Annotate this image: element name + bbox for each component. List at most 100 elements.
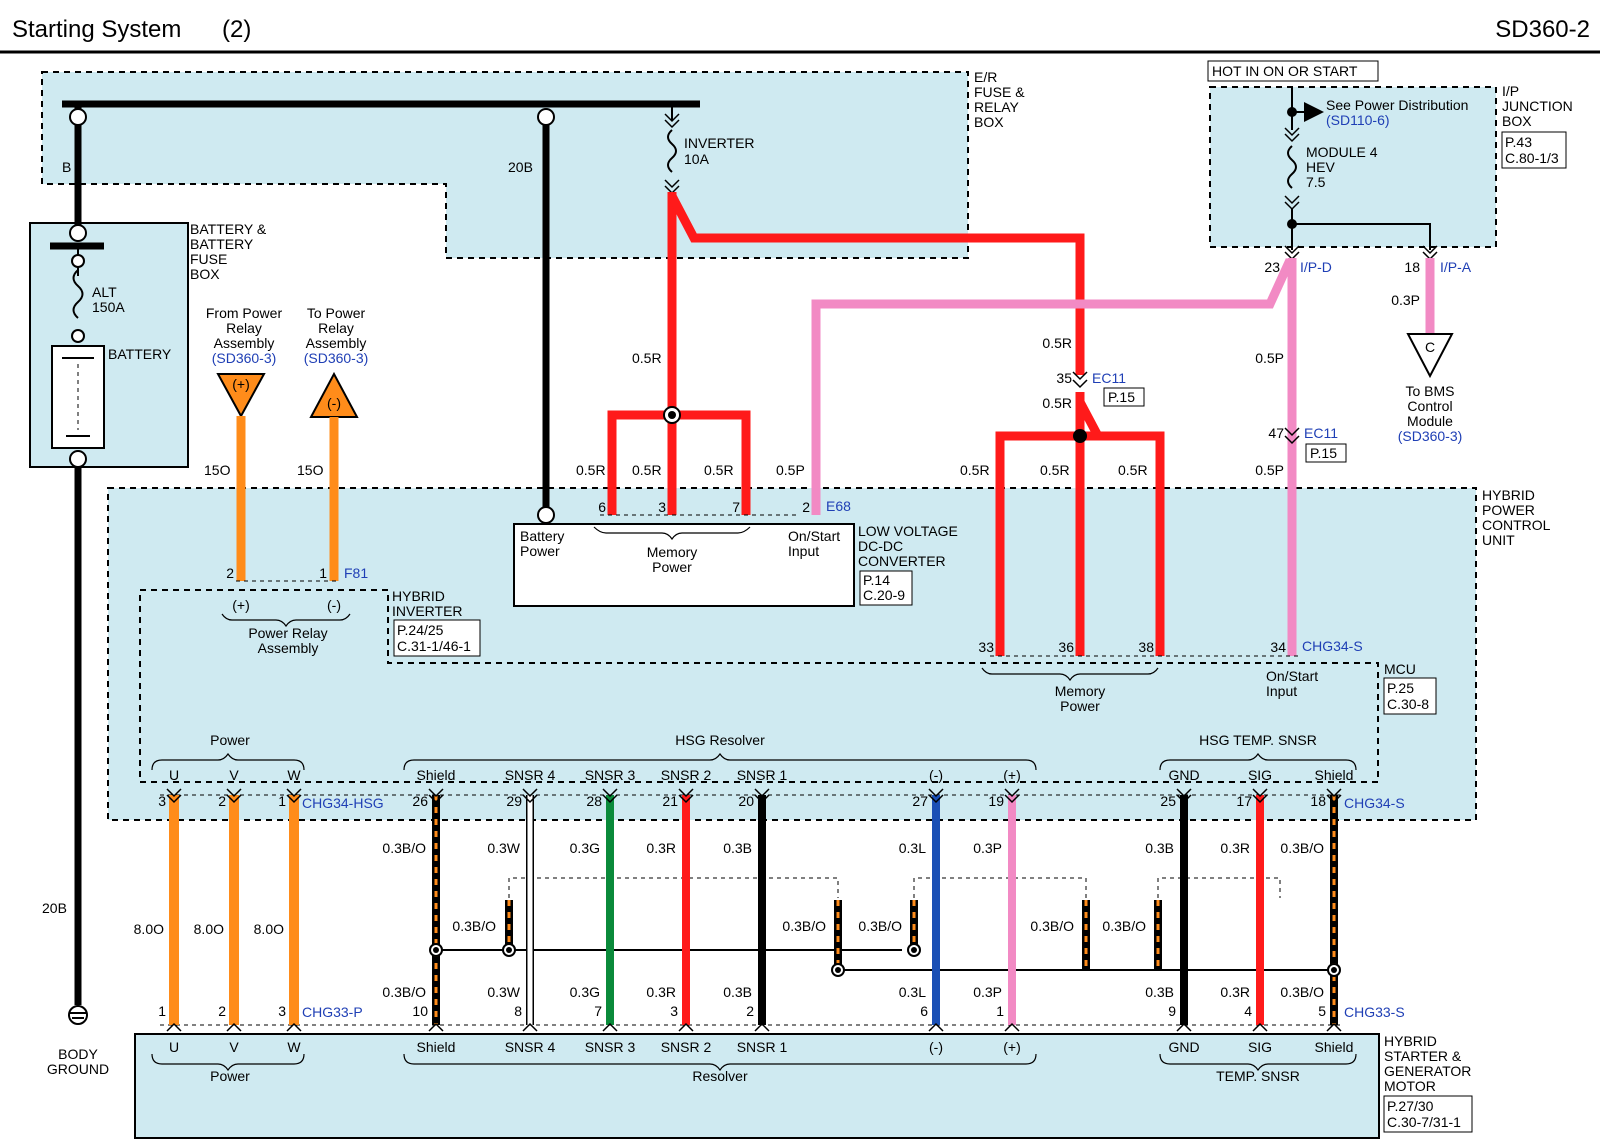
wire-label: 0.3G [570, 840, 600, 856]
battery-label: BATTERY [108, 346, 172, 362]
wire-label: 0.3P [973, 984, 1002, 1000]
power-ref-link: (SD110-6) [1326, 112, 1390, 128]
wire-label: 0.3P [973, 840, 1002, 856]
relay-minus-symbol: (-) [327, 395, 341, 411]
connector-icon [602, 788, 618, 804]
motor-pin-name: SNSR 2 [661, 1039, 712, 1055]
hsg-pin-name: SNSR 2 [661, 767, 712, 783]
hsg-power-group: Power [210, 732, 250, 748]
wire-b-label: B [62, 159, 71, 175]
ldc-pin-name: Power [520, 543, 560, 559]
wire-label: 8.0O [194, 921, 224, 937]
pin-label: 3 [278, 1003, 286, 1019]
motor-pin-name: GND [1168, 1039, 1199, 1055]
relay-to-ref-link[interactable]: (SD360-3) [304, 350, 369, 366]
wire-label: 0.3R [1220, 840, 1250, 856]
connector-icon [166, 1022, 182, 1032]
hsg-pin-name: (-) [929, 767, 943, 783]
connector-id: CHG33-P [302, 1004, 363, 1020]
pin-label: 2 [226, 565, 234, 581]
connector-icon [522, 1022, 538, 1032]
mcu-ref: P.25 [1387, 680, 1414, 696]
pin-label: 1 [996, 1003, 1004, 1019]
wire-label: 0.3R [646, 840, 676, 856]
pin-label: 4 [1244, 1003, 1252, 1019]
pin-label: 1 [319, 565, 327, 581]
bms-link-icon [1406, 333, 1454, 379]
wire-label: 0.3G [570, 984, 600, 1000]
ref-box [1103, 387, 1145, 407]
title-bar: Starting System (2) SD360-2 [0, 16, 1600, 54]
connector-icon [678, 1022, 694, 1032]
relay-plus-symbol: (+) [232, 376, 250, 392]
motor-pin-name: Shield [1315, 1039, 1354, 1055]
relay-pin-name: (+) [232, 597, 250, 613]
wire-label: 0.3L [899, 984, 926, 1000]
ldc-pin-name: Power [652, 559, 692, 575]
ldc-ref-box [859, 570, 913, 606]
connector-icon [1326, 1022, 1342, 1032]
pin-label: 2 [218, 793, 226, 809]
hsg-motor-box [134, 1033, 1380, 1139]
connector-id: CHG34-S [1302, 638, 1363, 654]
relay-from-ref-link[interactable]: (SD360-3) [212, 350, 277, 366]
wire-label: 8.0O [134, 921, 164, 937]
connector-icon [522, 788, 538, 804]
connector-icon [602, 1022, 618, 1032]
wire-label: 0.5R [1042, 335, 1072, 351]
pin-label: 7 [732, 499, 740, 515]
splice-dot [668, 411, 676, 419]
hsg-pin-name: SNSR 4 [505, 767, 556, 783]
splice-dot [433, 947, 439, 953]
battery-box-label: BATTERY & [190, 221, 267, 237]
connector-icon [1004, 1022, 1020, 1032]
splice-dot [911, 947, 917, 953]
fuse-icon [1287, 145, 1297, 189]
ldc-battery-terminal [537, 506, 555, 524]
pin-label: 7 [594, 1003, 602, 1019]
pin-label: 26 [412, 793, 428, 809]
bms-ref-link[interactable]: (SD360-3) [1398, 428, 1463, 444]
wire-label: 0.3B/O [382, 984, 426, 1000]
battery-box-label: BATTERY [190, 236, 254, 252]
ldc-ref: C.20-9 [863, 587, 905, 603]
ip-fuse-label: HEV [1306, 159, 1335, 175]
motor-label: HYBRID [1384, 1033, 1437, 1049]
pin-label: 33 [978, 639, 994, 655]
wire-label: 0.5R [1118, 462, 1148, 478]
connector-icon [928, 1022, 944, 1032]
motor-power-group: Power [210, 1068, 250, 1084]
bms-label: Module [1407, 413, 1453, 429]
wire-label: 0.3P [1391, 292, 1420, 308]
relay-brace [221, 613, 351, 628]
alt-fuse-icon [72, 269, 84, 319]
inverter-box [139, 589, 1379, 783]
ldc-pin-name: Memory [647, 544, 698, 560]
power-brace [151, 1053, 305, 1072]
pin-label: 23 [1264, 259, 1280, 275]
motor-resolver-group: Resolver [692, 1068, 748, 1084]
bms-label: To BMS [1405, 383, 1454, 399]
wire-label: 0.5P [1255, 462, 1284, 478]
hsg-pin-name: W [287, 767, 301, 783]
connector-icon [754, 788, 770, 804]
hpcu-label: HYBRID [1482, 487, 1535, 503]
hsg-resolver-group: HSG Resolver [675, 732, 765, 748]
connector-icon [754, 1022, 770, 1032]
pin-label: 9 [1168, 1003, 1176, 1019]
bms-link-symbol: C [1425, 339, 1435, 355]
inverter-fuse-rating: 10A [684, 151, 710, 167]
motor-label: GENERATOR [1384, 1063, 1471, 1079]
pin-label: 5 [1318, 1003, 1326, 1019]
motor-pin-name: U [169, 1039, 179, 1055]
pin-label: 27 [912, 793, 928, 809]
wire-label: 0.3B/O [452, 918, 496, 934]
page-title-number: (2) [222, 16, 251, 43]
wire-label: 0.3R [1220, 984, 1250, 1000]
pin-label: 38 [1138, 639, 1154, 655]
ground-wire-label: 20B [42, 900, 67, 916]
ground-label: BODY [58, 1046, 98, 1062]
shield-network: 0.3B/O 0.3B/O 0.3B/O 0.3B/O 0.3B/O [436, 877, 1334, 971]
pin-label: 20 [738, 793, 754, 809]
ip-box-fill [1210, 87, 1496, 247]
